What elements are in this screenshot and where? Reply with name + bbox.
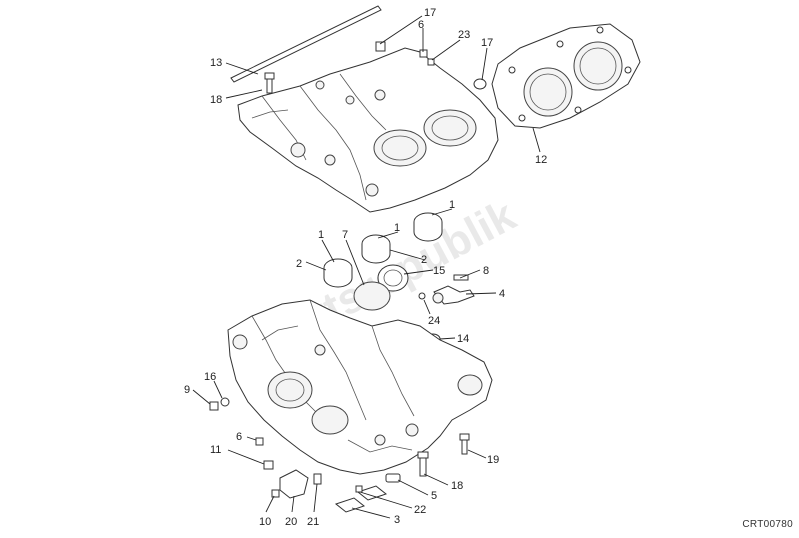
lower-crankcase-half bbox=[227, 299, 493, 475]
callout-10: 10 bbox=[259, 516, 271, 528]
cylinder-gasket bbox=[491, 23, 641, 129]
washer-16 bbox=[220, 397, 230, 407]
bolt-18-lower bbox=[417, 451, 429, 477]
oil-seal bbox=[377, 264, 409, 292]
callout-21: 21 bbox=[307, 516, 319, 528]
gasket-strip bbox=[230, 5, 382, 83]
callout-4: 4 bbox=[499, 288, 505, 300]
callout-18-lower: 18 bbox=[451, 480, 463, 492]
clip-5 bbox=[385, 473, 401, 483]
callout-7: 7 bbox=[342, 229, 348, 241]
callout-13: 13 bbox=[210, 57, 222, 69]
leader-lines bbox=[192, 15, 541, 519]
callout-12: 12 bbox=[535, 154, 547, 166]
callout-8: 8 bbox=[483, 265, 489, 277]
callout-18: 18 bbox=[210, 94, 222, 106]
bush-17 bbox=[473, 78, 487, 90]
main-bearing-shells bbox=[323, 212, 443, 288]
callout-9: 9 bbox=[184, 384, 190, 396]
callout-1a: 1 bbox=[318, 229, 324, 241]
callout-11: 11 bbox=[210, 444, 221, 456]
callout-6: 6 bbox=[418, 19, 424, 31]
cover-20 bbox=[279, 469, 309, 499]
callout-1b: 1 bbox=[394, 222, 400, 234]
gaskets-3 bbox=[334, 485, 388, 513]
callout-1c: 1 bbox=[449, 199, 455, 211]
dowel-24 bbox=[418, 292, 426, 300]
plug-6 bbox=[419, 49, 428, 58]
sensor-assembly bbox=[432, 274, 475, 305]
callout-labels: 13 18 17 6 23 17 12 1 7 1 1 2 15 2 8 4 2… bbox=[184, 7, 547, 528]
callout-22: 22 bbox=[414, 504, 426, 516]
dowel-17-top bbox=[375, 41, 386, 52]
callout-3: 3 bbox=[394, 514, 400, 526]
plug-6-lower bbox=[255, 437, 264, 446]
callout-2a: 2 bbox=[296, 258, 302, 270]
callout-17b: 17 bbox=[481, 37, 493, 49]
circlip-ring bbox=[353, 281, 391, 311]
callout-2b: 2 bbox=[421, 254, 427, 266]
callout-20: 20 bbox=[285, 516, 297, 528]
callout-23: 23 bbox=[458, 29, 470, 41]
callout-19: 19 bbox=[487, 454, 499, 466]
plug-23 bbox=[427, 58, 435, 66]
bolt-18-top bbox=[264, 72, 275, 94]
callout-6-lower: 6 bbox=[236, 431, 242, 443]
callout-17: 17 bbox=[424, 7, 436, 19]
callout-24: 24 bbox=[428, 315, 440, 327]
callout-5: 5 bbox=[431, 490, 437, 502]
plug-21 bbox=[313, 473, 322, 485]
plug-9 bbox=[209, 401, 219, 411]
bolt-10 bbox=[271, 489, 280, 498]
bolt-19 bbox=[459, 433, 470, 455]
upper-crankcase-half bbox=[237, 47, 499, 213]
callout-14: 14 bbox=[457, 333, 469, 345]
callout-15: 15 bbox=[433, 265, 445, 277]
callout-16: 16 bbox=[204, 371, 216, 383]
plug-22 bbox=[355, 485, 363, 493]
drawing-code: CRT00780 bbox=[742, 519, 793, 530]
plug-11 bbox=[263, 460, 274, 470]
